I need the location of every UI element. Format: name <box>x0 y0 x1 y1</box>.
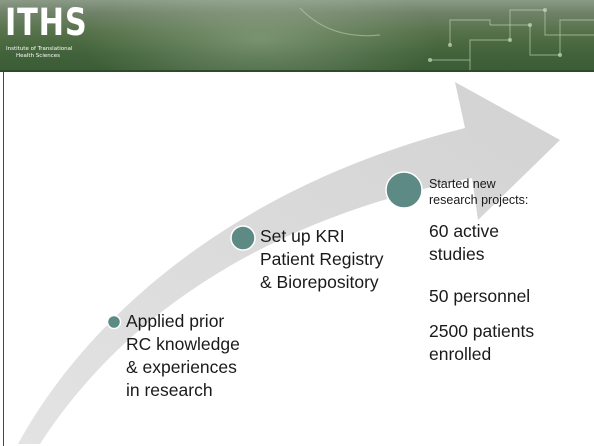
logo-subtitle-line: Health Sciences <box>16 52 60 59</box>
stat-line: studies <box>429 244 485 264</box>
logo-text: ITHS <box>5 1 88 44</box>
logo-subtitle-line: Institute of Translational <box>6 46 73 52</box>
step1-line: RC knowledge <box>126 334 240 354</box>
step3-title: Started new research projects: <box>429 176 528 208</box>
stat-line: 60 active <box>429 221 500 241</box>
step-marker-medium <box>230 225 256 251</box>
step2-label: Set up KRI Patient Registry & Bioreposit… <box>260 225 384 294</box>
step1-line: & experiences <box>126 357 237 377</box>
step-marker-small <box>106 314 122 330</box>
stat-personnel: 50 personnel <box>429 285 530 308</box>
header-banner: ITHS Institute of Translational Health S… <box>0 0 594 72</box>
circuit-pattern-decoration <box>299 7 594 72</box>
logo-subtitle: Institute of Translational Health Scienc… <box>6 46 76 59</box>
stat-line: enrolled <box>429 344 492 364</box>
stat-line: 2500 patients <box>429 321 535 341</box>
stat-line: 50 personnel <box>429 286 531 306</box>
left-edge-line <box>3 72 4 446</box>
step3-title-line: research projects: <box>429 193 529 207</box>
step-marker-large <box>385 171 423 209</box>
step2-line: Patient Registry <box>260 249 384 269</box>
step3-title-line: Started new <box>429 177 496 191</box>
step1-label: Applied prior RC knowledge & experiences… <box>126 310 240 402</box>
step2-line: Set up KRI <box>260 226 345 246</box>
stat-active-studies: 60 active studies <box>429 220 499 266</box>
stat-patients-enrolled: 2500 patients enrolled <box>429 320 534 366</box>
step1-line: Applied prior <box>126 311 225 331</box>
header-divider <box>0 70 594 72</box>
step2-line: & Biorepository <box>260 272 379 292</box>
curved-arrow-shape <box>18 82 560 444</box>
step1-line: in research <box>126 380 213 400</box>
header-glow <box>80 0 440 72</box>
